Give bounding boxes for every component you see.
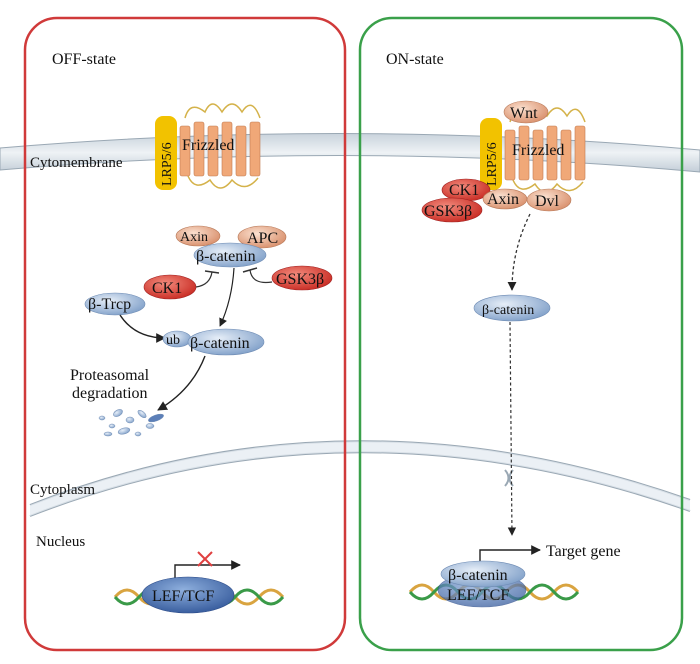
on-ck1-label: CK1 — [449, 182, 479, 199]
on-axin-label: Axin — [487, 191, 519, 208]
off-axin-label: Axin — [180, 230, 208, 245]
off-arrow-trcp-ub — [119, 314, 166, 343]
on-dvl-label: Dvl — [535, 193, 560, 210]
on-wnt-label: Wnt — [510, 105, 538, 122]
on-frizzled-label: Frizzled — [512, 142, 564, 159]
nuclear-pore — [504, 469, 510, 487]
off-gsk3b-inhibit-line — [249, 269, 273, 284]
off-state-panel — [23, 16, 347, 652]
on-nuclear-beta-catenin — [440, 560, 526, 588]
off-transcription-arrow — [174, 560, 241, 578]
off-ck1-label: CK1 — [152, 280, 182, 297]
off-frizzled-receptor — [179, 103, 261, 189]
off-degradation-label: degradation — [72, 385, 148, 402]
off-apc — [237, 225, 287, 249]
off-beta-trcp-label: β-Trcp — [88, 296, 131, 313]
on-frizzled-receptor — [504, 107, 586, 193]
off-ub-beta-catenin-label: β-catenin — [190, 335, 250, 352]
on-dvl — [526, 188, 572, 212]
cytomembrane-label: Cytomembrane — [30, 155, 123, 171]
off-ck1-inhibit-line — [195, 271, 213, 288]
off-beta-catenin-label: β-catenin — [196, 248, 256, 265]
on-target-gene-label: Target gene — [546, 543, 621, 560]
on-gsk3b — [421, 197, 483, 223]
off-axin — [175, 225, 221, 247]
on-dashed-arrow-to-nucleus — [507, 321, 517, 536]
off-ub-label: ub — [166, 333, 180, 348]
off-lrp-label: LRP5/6 — [160, 142, 175, 186]
off-inhibit-x-icon — [197, 551, 213, 567]
off-gsk3b — [271, 265, 333, 291]
off-beta-trcp — [84, 292, 146, 316]
off-state-title: OFF-state — [52, 51, 116, 68]
on-beta-catenin — [473, 294, 551, 322]
off-lef-tcf — [141, 576, 235, 614]
on-state-title: ON-state — [386, 51, 444, 68]
on-wnt — [503, 100, 549, 124]
off-ck1-inhibit-bar — [204, 270, 220, 274]
off-apc-label: APC — [247, 230, 278, 247]
nuclear-envelope-lower — [29, 451, 691, 517]
on-dashed-arrow-to-beta-catenin — [507, 213, 531, 291]
off-lef-tcf-label: LEF/TCF — [152, 588, 214, 605]
degradation-fragments — [98, 409, 164, 437]
off-lrp-receptor — [155, 116, 177, 190]
on-lrp-label: LRP5/6 — [485, 142, 500, 186]
off-ub-beta-catenin — [187, 328, 265, 356]
off-frizzled-label: Frizzled — [182, 137, 234, 154]
on-beta-catenin-label: β-catenin — [482, 303, 534, 318]
on-lef-tcf-label: LEF/TCF — [447, 587, 509, 604]
off-proteasomal-label: Proteasomal — [70, 367, 150, 384]
cytoplasm-label: Cytoplasm — [30, 482, 95, 498]
off-beta-catenin — [193, 242, 267, 268]
off-arrow-degradation — [157, 355, 206, 411]
off-gsk3b-inhibit-bar — [242, 267, 258, 273]
on-state-panel — [358, 16, 684, 652]
on-gsk3b-label: GSK3β — [424, 203, 472, 220]
off-gsk3b-label: GSK3β — [276, 271, 324, 288]
nucleus-label: Nucleus — [36, 534, 85, 550]
off-arrow-to-ub — [219, 267, 235, 327]
nuclear-envelope-fill — [30, 441, 690, 516]
on-lrp-receptor — [480, 118, 502, 190]
on-nuclear-beta-catenin-label: β-catenin — [448, 567, 508, 584]
